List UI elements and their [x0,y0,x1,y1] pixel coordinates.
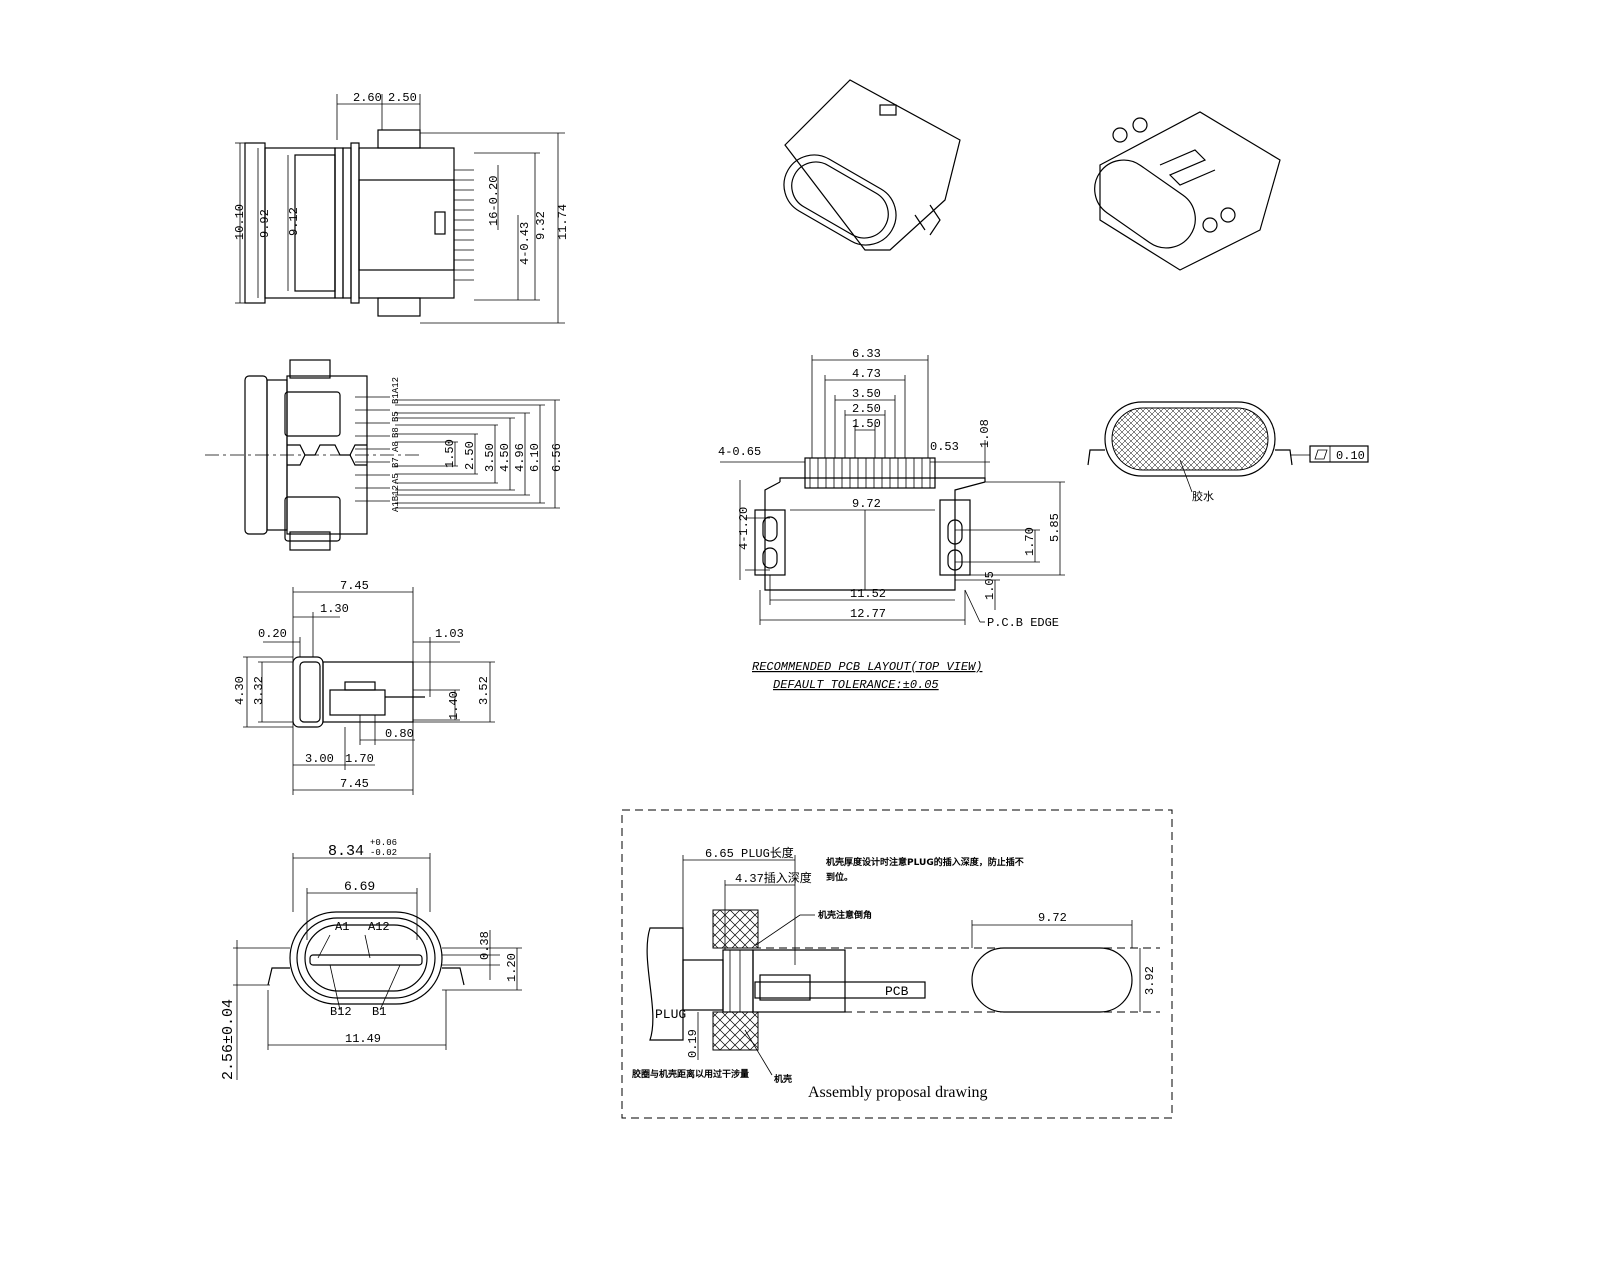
width-dim: 9.72 [1038,911,1067,925]
dim-label: 4-1.20 [737,507,751,550]
plug-label: PLUG [655,1007,686,1022]
dim-label: 6.10 [528,443,542,472]
pin-label: A8 [391,441,401,452]
height-dim: 3.92 [1143,966,1157,995]
dim-label: 11.49 [345,1032,381,1046]
dim-label: 4-0.65 [718,445,761,459]
dim-label: 9.32 [534,211,548,240]
pin-label: B8 [391,427,401,438]
dim-label: 1.05 [983,571,997,600]
pin-label: A12 [368,920,390,934]
dim-label: 3.50 [852,387,881,401]
dim-label: 1.50 [852,417,881,431]
dim-label: 10.10 [233,204,247,240]
insert-depth-label: 4.37插入深度 [735,870,812,886]
dim-label: 2.56±0.04 [220,999,237,1080]
pin-label: B12 [330,1005,352,1019]
dim-label: 4-0.43 [518,222,532,265]
dim-label: 1.50 [443,439,457,468]
dim-label: 1.03 [435,627,464,641]
dim-label: 16-0.20 [487,176,501,226]
note-shell: 机壳 [774,1073,792,1085]
dim-label: 3.00 [305,752,334,766]
pcb-label: PCB [885,984,909,999]
side-view: B1A12 B5 B8 A8 B7 A5 A1B12 1.50 2.50 3.5… [205,359,564,551]
pcb-layout: 6.33 4.73 3.50 2.50 1.50 4-0.65 0.53 1.0… [718,347,1065,692]
pin-label: B1A12 [391,377,401,404]
pin-label: A5 [391,473,401,484]
front-view-glue: 0.10 胶水 [1087,401,1369,503]
assembly-drawing: 6.65 PLUG长度 4.37插入深度 机壳厚度设计时注意PLUG的插入深度，… [621,809,1173,1119]
dim-label: 1.08 [978,419,992,448]
tolerance-lower: -0.02 [370,848,397,858]
dim-label: 9.12 [287,207,301,236]
pcb-layout-title: RECOMMENDED PCB LAYOUT(TOP VIEW) [752,660,982,674]
profile-view: 7.45 1.30 0.20 1.03 4.30 3.32 1.40 3.52 … [233,579,495,795]
dim-label: 4.30 [233,676,247,705]
dim-label: 3.50 [483,443,497,472]
pin-label: A1 [335,920,349,934]
pcb-edge-label: P.C.B EDGE [987,616,1059,630]
dim-label: 4.50 [498,443,512,472]
pin-label: A1B12 [391,485,401,512]
dim-label: 0.38 [478,931,492,960]
dim-label: 7.45 [340,579,369,593]
dim-label: 9.92 [258,209,272,238]
gap-dim: 0.19 [686,1029,700,1058]
dim-label: 0.80 [385,727,414,741]
dim-label: 2.50 [463,441,477,470]
dim-label: 1.30 [320,602,349,616]
note-main: 机壳厚度设计时注意PLUG的插入深度，防止插不 [826,856,1024,868]
plug-length-label: 6.65 PLUG长度 [705,845,794,861]
dim-label: 2.50 [852,402,881,416]
dim-label: 3.52 [477,676,491,705]
dim-label: 4.73 [852,367,881,381]
pin-label: B1 [372,1005,386,1019]
tolerance-upper: +0.06 [370,838,397,848]
dim-label: 4.96 [513,443,527,472]
dim-label: 8.34 [328,843,364,860]
dim-label: 2.60 [353,91,382,105]
dim-label: 11.52 [850,587,886,601]
dim-label: 11.74 [556,204,570,240]
glue-label: 胶水 [1192,489,1214,503]
dim-label: 7.45 [340,777,369,791]
dim-label: 2.50 [388,91,417,105]
note-chamfer: 机壳注意倒角 [818,909,872,921]
isometric-view-front [783,79,961,251]
dim-label: 0.20 [258,627,287,641]
isometric-view-rear [1094,111,1281,271]
end-view: 8.34 +0.06 -0.02 6.69 0.38 1.20 2.56±0.0… [220,838,522,1080]
dim-label: 0.53 [930,440,959,454]
dim-label: 12.77 [850,607,886,621]
top-view: 2.60 2.50 10.10 9.92 9.12 16-0.20 4-0.43… [233,91,570,324]
dim-label: 1.40 [447,691,461,720]
dim-label: 5.85 [1048,513,1062,542]
note-gap: 胶圈与机壳距离以用过干涉量 [632,1068,749,1080]
dim-label: 6.69 [344,879,375,894]
dim-label: 1.70 [345,752,374,766]
tolerance-note: DEFAULT TOLERANCE:±0.05 [773,678,939,692]
dim-label: 3.32 [252,676,266,705]
assembly-title: Assembly proposal drawing [808,1084,988,1101]
dim-label: 1.20 [505,953,519,982]
flatness-value: 0.10 [1336,449,1365,463]
note-main-cont: 到位。 [826,871,853,883]
dim-label: 6.33 [852,347,881,361]
dim-label: 1.70 [1023,527,1037,556]
dim-label: 6.56 [550,443,564,472]
dim-label: 9.72 [852,497,881,511]
pin-label: B7 [391,457,401,468]
pin-label: B5 [391,411,401,422]
